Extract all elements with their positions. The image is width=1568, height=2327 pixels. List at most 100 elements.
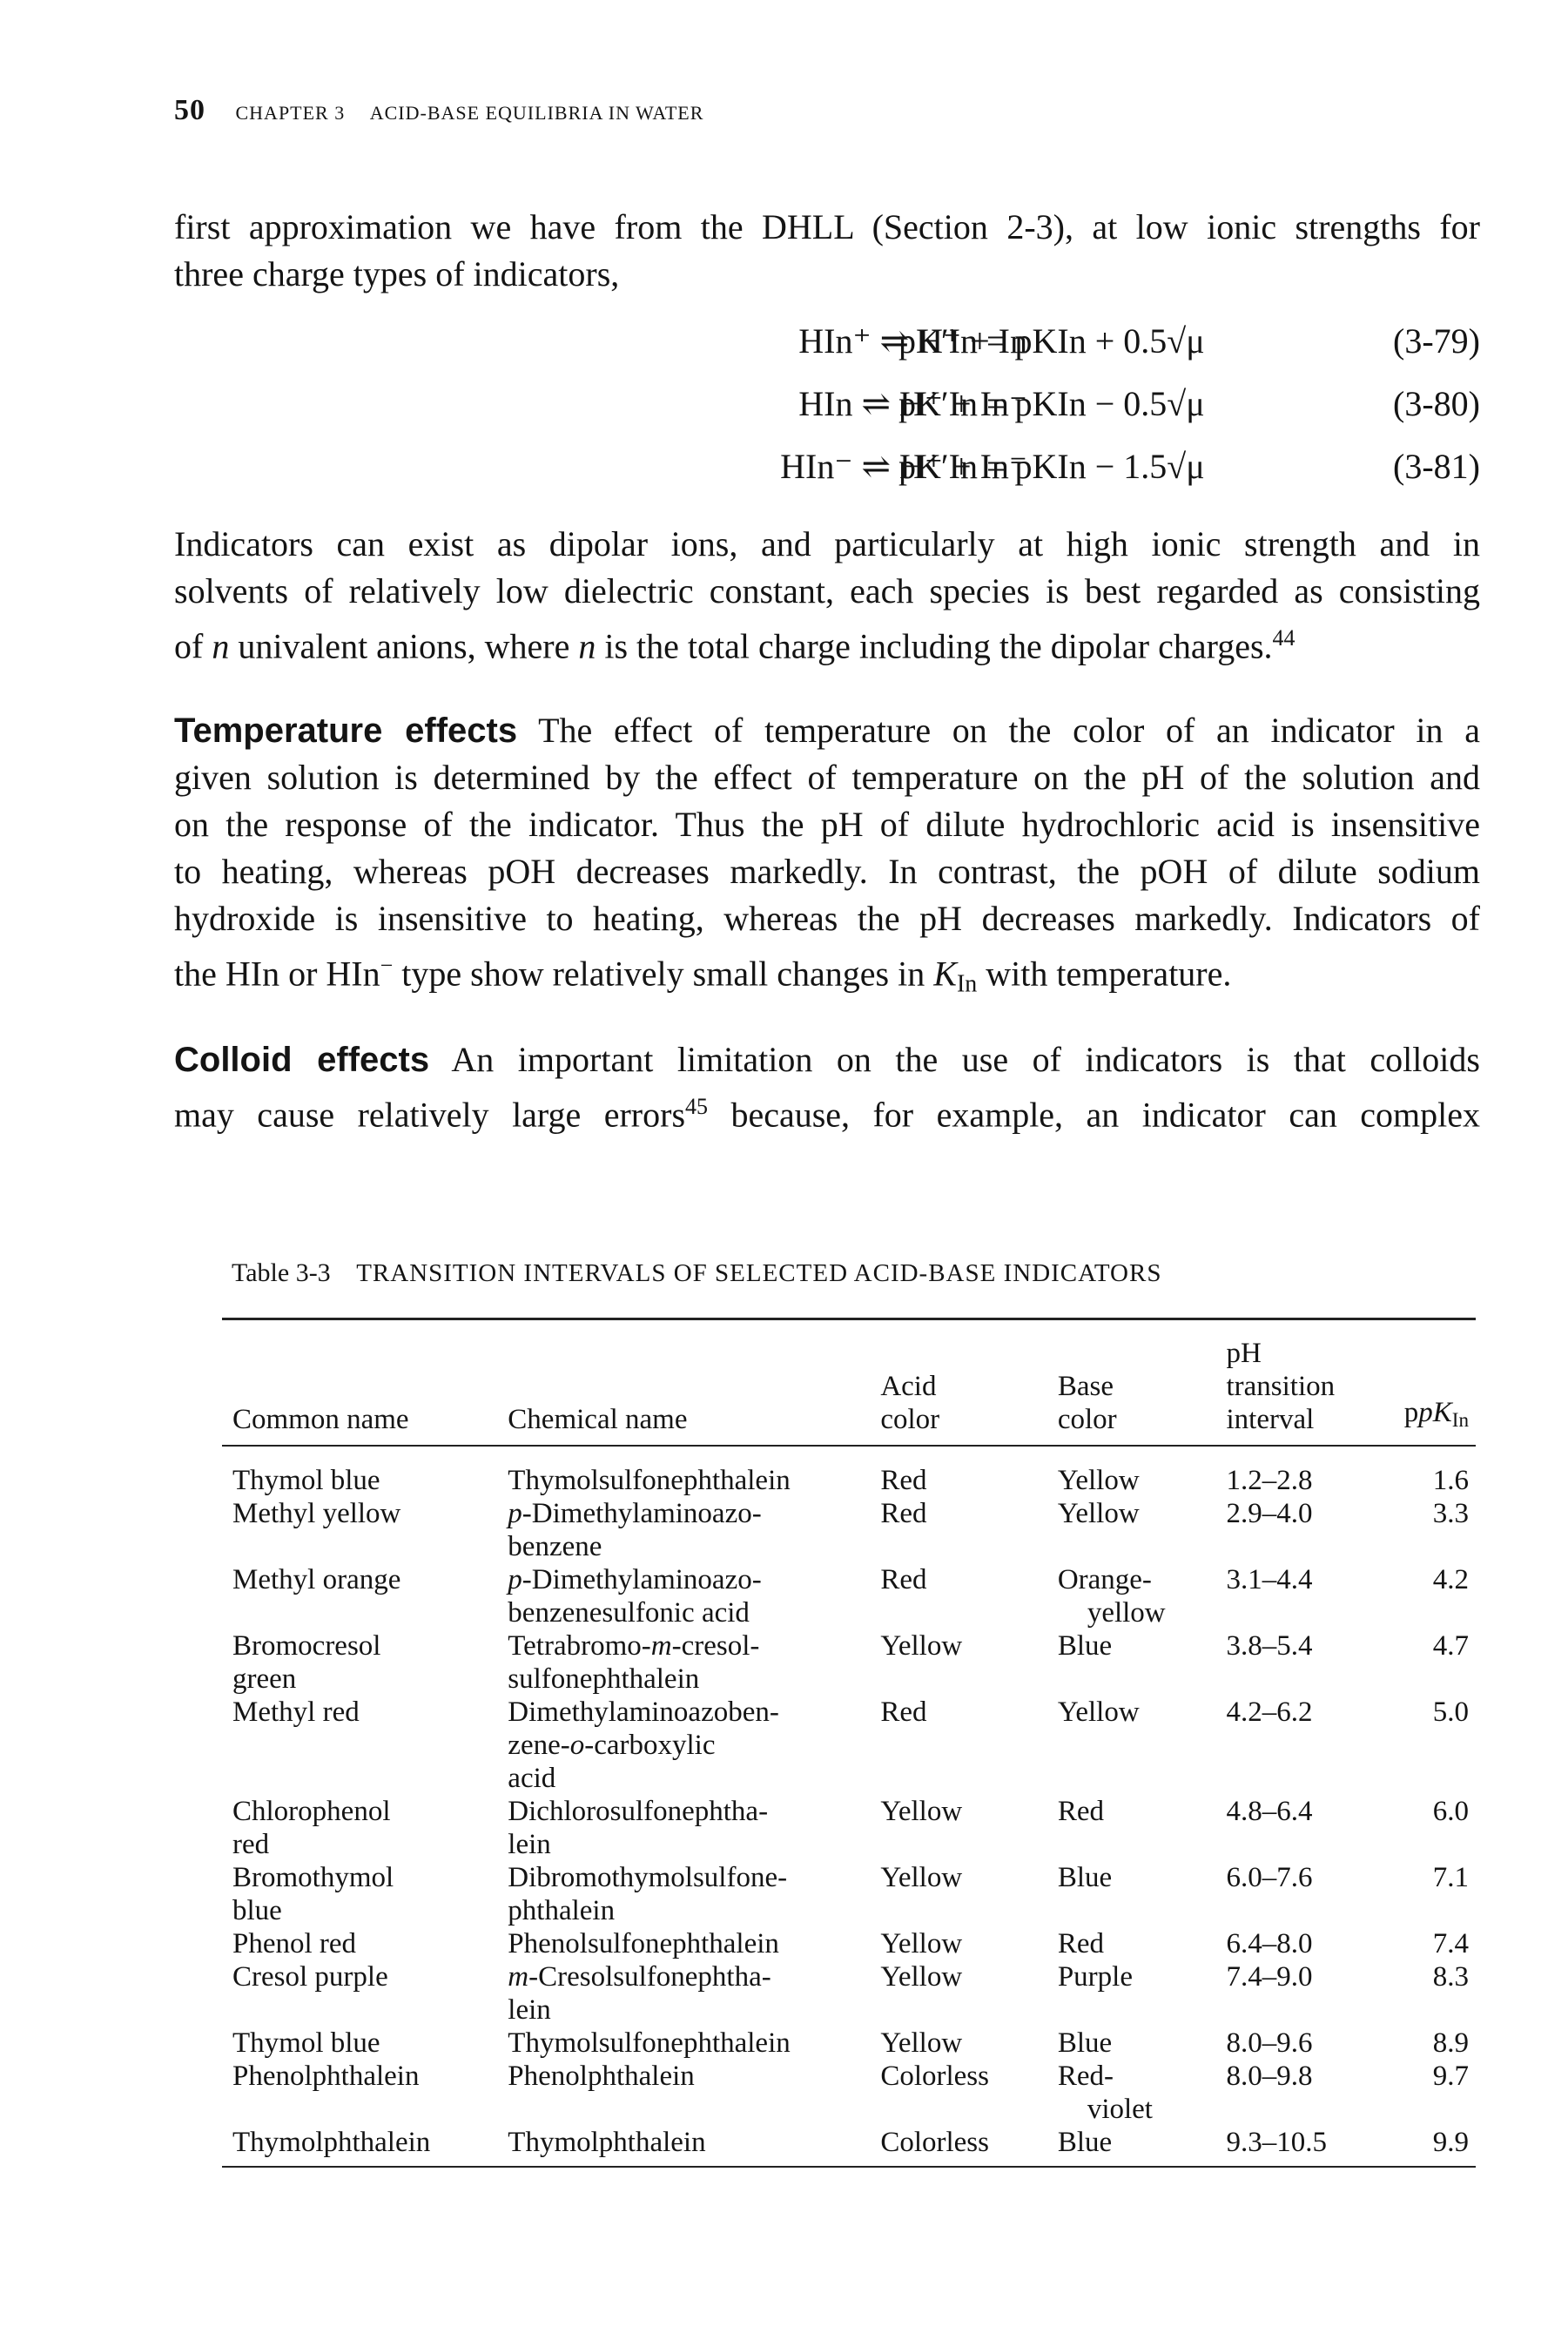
cell-common-name: Thymolphthalein	[222, 2126, 508, 2159]
cell-line: Blue	[1057, 1862, 1113, 1893]
cell-line: yellow	[1087, 1597, 1166, 1629]
text-line: to heating, whereas pOH decreases marked…	[174, 852, 1480, 891]
running-head: 50 CHAPTER 3 ACID-BASE EQUILIBRIA IN WAT…	[174, 94, 703, 127]
text-line: three charge types of indicators,	[174, 254, 620, 293]
text-line: the HIn or HIn− type show relatively sma…	[174, 953, 1232, 998]
footnote-ref: 45	[685, 1094, 709, 1119]
cell-line: Yellow	[1057, 1696, 1140, 1728]
cell-acid-color: Yellow	[880, 2027, 963, 2059]
cell-line: Methyl red	[232, 1696, 360, 1728]
cell-chemical-name: Phenolsulfonephthalein	[508, 1927, 880, 1960]
cell-line: Phenolsulfonephthalein	[508, 1928, 779, 1959]
equation-relation: pK′In = pKIn − 1.5√μ	[898, 447, 1205, 486]
cell-line: red	[232, 1829, 270, 1860]
cell-line: Phenol red	[232, 1928, 357, 1959]
text-line: on the response of the indicator. Thus t…	[174, 805, 1480, 844]
cell-pk: 8.9	[1432, 2027, 1469, 2059]
cell-line: Blue	[1057, 1630, 1113, 1662]
page-number: 50	[174, 94, 205, 126]
equation-relation: pK′In = pKIn + 0.5√μ	[898, 321, 1205, 361]
cell-common-name: Methyl red	[222, 1696, 508, 1795]
cell-line: Thymolsulfonephthalein	[508, 2027, 791, 2059]
cell-chemical-name: p-Dimethylaminoazo-benzenesulfonic acid	[508, 1563, 880, 1629]
cell-acid-color: Red	[880, 1465, 927, 1496]
cell-base-color: Yellow	[1058, 1696, 1227, 1795]
paragraph-colloid: Colloid effects An important limitation …	[174, 1036, 1480, 1138]
cell-line: Blue	[1057, 2127, 1113, 2158]
cell-line: lein	[508, 1994, 551, 2026]
cell-pk: 9.7	[1432, 2061, 1469, 2092]
cell-line: Yellow	[1057, 1465, 1140, 1496]
col-common-name: Common name	[232, 1404, 409, 1435]
cell-base-color: Blue	[1058, 2027, 1227, 2060]
cell-line: Thymolsulfonephthalein	[508, 1465, 791, 1496]
cell-line: Orange-	[1057, 1564, 1152, 1595]
footnote-ref: 44	[1272, 625, 1295, 651]
cell-chemical-name: Tetrabromo-m-cresol-sulfonephthalein	[508, 1629, 880, 1696]
cell-pk: 9.9	[1432, 2127, 1469, 2158]
cell-line: Red-	[1057, 2061, 1114, 2092]
cell-chemical-name: p-Dimethylaminoazo-benzene	[508, 1497, 880, 1563]
cell-chemical-name: Thymolsulfonephthalein	[508, 2027, 880, 2060]
cell-base-color: Red	[1058, 1795, 1227, 1861]
cell-base-color: Red-violet	[1058, 2060, 1227, 2126]
cell-chemical-name: Dibromothymolsulfone-phthalein	[508, 1861, 880, 1927]
equation-reaction: HIn⁻ ⇌ H⁺ + In⁼	[780, 447, 1027, 486]
col-chemical-name: Chemical name	[508, 1404, 688, 1435]
cell-line: Thymolphthalein	[232, 2127, 431, 2158]
text-line: Temperature effects The effect of temper…	[174, 711, 1480, 750]
cell-line: Bromothymol	[232, 1862, 394, 1893]
cell-interval: 9.3–10.5	[1226, 2127, 1327, 2158]
cell-common-name: Phenol red	[222, 1927, 508, 1960]
cell-line: lein	[508, 1829, 551, 1860]
cell-line: Red	[1057, 1796, 1104, 1827]
cell-line: green	[232, 1663, 297, 1695]
cell-pk: 4.7	[1432, 1630, 1469, 1662]
cell-interval: 1.2–2.8	[1226, 1465, 1313, 1496]
cell-common-name: Phenolphthalein	[222, 2060, 508, 2126]
cell-acid-color: Colorless	[880, 2127, 989, 2158]
cell-line: sulfonephthalein	[508, 1663, 700, 1695]
cell-acid-color: Yellow	[880, 1928, 963, 1959]
section-heading: Colloid effects	[174, 1041, 430, 1079]
cell-common-name: Thymol blue	[222, 2027, 508, 2060]
table-row: Thymol blue Thymolsulfonephthalein Red Yell…	[222, 1445, 1476, 1497]
cell-chemical-name: m-Cresolsulfonephtha-lein	[508, 1960, 880, 2027]
text-line: hydroxide is insensitive to heating, whe…	[174, 899, 1480, 938]
cell-line: Tetrabromo-m-cresol-	[508, 1630, 760, 1662]
text-line: Colloid effects An important limitation …	[174, 1040, 1480, 1079]
cell-base-color: Blue	[1058, 1861, 1227, 1927]
cell-pk: 3.3	[1432, 1498, 1469, 1529]
cell-chemical-name: Thymolphthalein	[508, 2126, 880, 2159]
table-title: TRANSITION INTERVALS OF SELECTED ACID-BA…	[356, 1259, 1162, 1287]
cell-line: Thymol blue	[232, 1465, 380, 1496]
cell-line: Cresol purple	[232, 1961, 388, 1993]
cell-chemical-name: Dichlorosulfonephtha-lein	[508, 1795, 880, 1861]
text-line: of n univalent anions, where n is the to…	[174, 625, 1295, 666]
table-bottom-rule	[222, 2166, 1476, 2168]
cell-chemical-name: Thymolsulfonephthalein	[508, 1445, 880, 1497]
table-header-rule	[222, 1445, 1476, 1447]
cell-interval: 3.1–4.4	[1226, 1564, 1313, 1595]
table-top-rule	[222, 1318, 1476, 1320]
equation-number: (3-79)	[1393, 321, 1480, 361]
cell-line: p-Dimethylaminoazo-	[508, 1564, 762, 1595]
cell-interval: 7.4–9.0	[1226, 1961, 1313, 1993]
cell-line: zene-o-carboxylic	[508, 1730, 716, 1761]
cell-acid-color: Red	[880, 1696, 927, 1728]
col-pk: ppKIn	[1403, 1397, 1469, 1431]
cell-pk: 5.0	[1432, 1696, 1469, 1728]
paragraph-dhll: first approximation we have from the DHL…	[174, 204, 1480, 298]
chapter-title: ACID-BASE EQUILIBRIA IN WATER	[369, 102, 704, 124]
cell-pk: 6.0	[1432, 1796, 1469, 1827]
cell-line: phthalein	[508, 1895, 616, 1926]
